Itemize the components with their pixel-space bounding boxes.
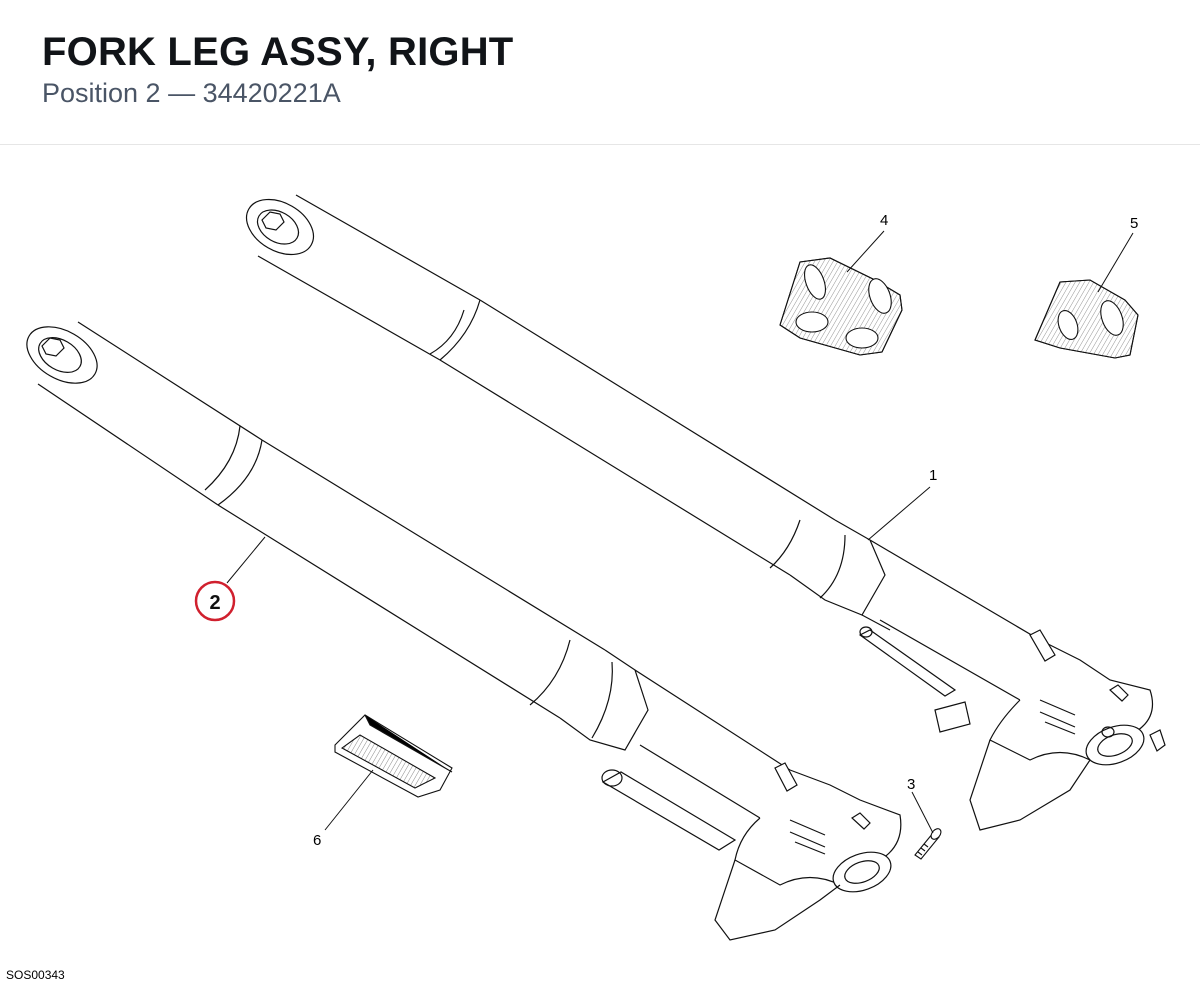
callout-3: 3 (907, 776, 915, 793)
lower-clamp-part[interactable] (779, 257, 903, 356)
leader-lines (226, 230, 1134, 834)
callout-2: 2 (209, 592, 220, 614)
fork-leg-left[interactable] (237, 188, 1166, 831)
upper-clamp-part[interactable] (1034, 279, 1139, 359)
page-subtitle: Position 2 — 34420221A (42, 78, 341, 108)
page-header: FORK LEG ASSY, RIGHT Position 2 — 344202… (0, 0, 1200, 145)
guard-part[interactable] (334, 714, 453, 798)
callout-1: 1 (929, 467, 937, 484)
sheet-code: SOS00343 (6, 968, 65, 982)
page-title: FORK LEG ASSY, RIGHT (42, 30, 514, 74)
exploded-parts-diagram: 1 3 4 5 6 2 (17, 188, 1166, 941)
callout-2-highlight[interactable]: 2 (194, 580, 236, 622)
callout-4: 4 (880, 212, 888, 229)
callout-5: 5 (1130, 215, 1138, 232)
screw-part[interactable] (914, 827, 943, 860)
callout-6: 6 (313, 832, 321, 849)
fork-leg-right[interactable] (17, 315, 902, 941)
